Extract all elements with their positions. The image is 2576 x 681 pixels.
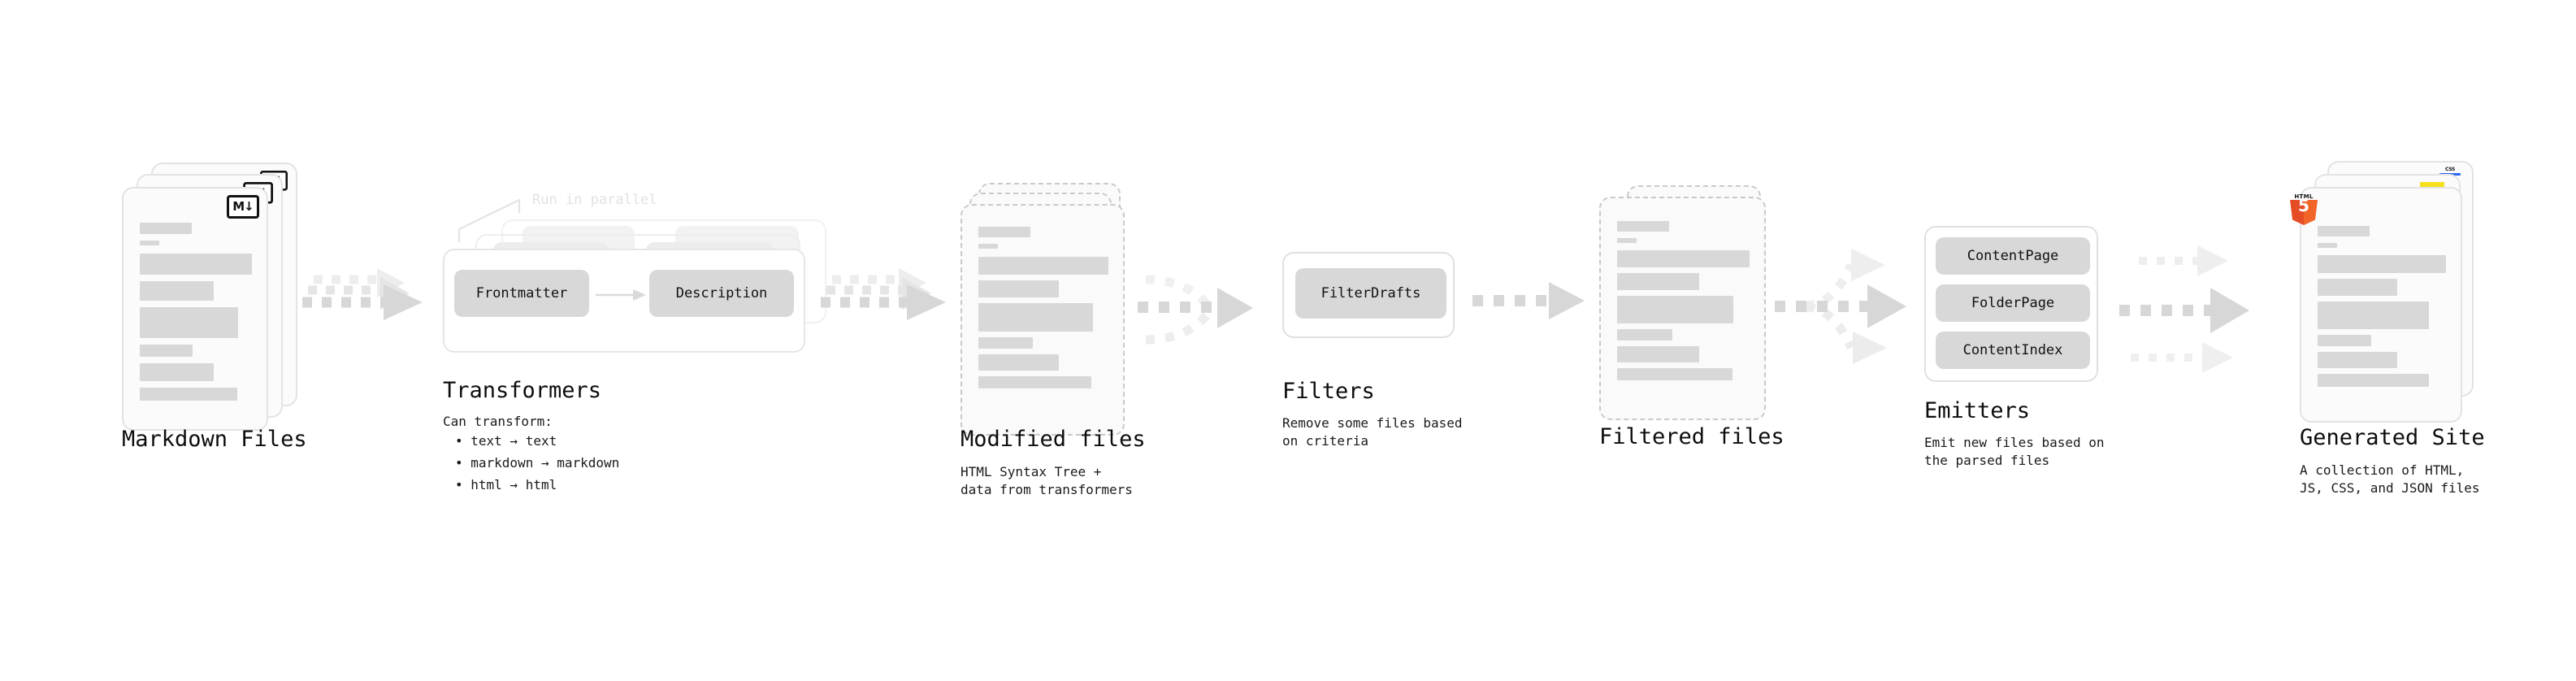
transformers-bullet-1: • text → text xyxy=(455,433,557,449)
transformers-bullet-2: • markdown → markdown xyxy=(455,455,620,471)
emitter-pill-contentpage-label: ContentPage xyxy=(1967,248,2059,264)
transformer-pill-description-label: Description xyxy=(675,285,768,301)
filter-pill-filterdrafts-label: FilterDrafts xyxy=(1321,285,1421,301)
stage-filters-box: FilterDrafts xyxy=(1282,252,1455,338)
modified-file-stack xyxy=(961,183,1135,436)
document-card-front-html: HTML 5 xyxy=(2290,187,2462,423)
stage-title-generated-site: Generated Site xyxy=(2300,425,2485,450)
transformer-inner-arrow xyxy=(596,289,646,301)
html5-icon-number: 5 xyxy=(2298,196,2309,215)
stage-title-modified-files: Modified files xyxy=(961,427,1146,452)
connector-modified-to-filters xyxy=(1138,275,1253,345)
stage-subtitle-emitters: Emit new files based on the parsed files xyxy=(1924,435,2105,468)
run-in-parallel-label: Run in parallel xyxy=(532,192,657,208)
document-skeleton xyxy=(1617,221,1750,380)
document-skeleton xyxy=(2318,226,2446,387)
run-in-parallel-bracket xyxy=(458,198,521,242)
stage-title-emitters: Emitters xyxy=(1924,398,2031,423)
emitter-pill-contentpage[interactable]: ContentPage xyxy=(1936,237,2090,275)
emitter-pill-folderpage[interactable]: FolderPage xyxy=(1936,284,2090,322)
stage-title-markdown-files: Markdown Files xyxy=(122,427,307,452)
document-card-front: M↓ xyxy=(122,187,268,431)
filtered-file-stack xyxy=(1599,185,1770,429)
markdown-icon: M↓ xyxy=(227,195,259,219)
stage-modified-files xyxy=(961,183,1135,436)
markdown-icon-arrow: ↓ xyxy=(244,199,254,214)
filter-pill-filterdrafts[interactable]: FilterDrafts xyxy=(1295,268,1446,319)
markdown-icon-letter: M xyxy=(232,199,245,214)
stage-subtitle-generated-site: A collection of HTML, JS, CSS, and JSON … xyxy=(2300,462,2480,496)
stage-title-filters: Filters xyxy=(1282,379,1375,404)
transformers-bullet-3: • html → html xyxy=(455,477,557,492)
markdown-file-stack: M↓ M↓ M↓ xyxy=(122,163,309,431)
transformer-pill-description[interactable]: Description xyxy=(649,270,794,317)
connector-emitters-to-site xyxy=(2119,245,2249,373)
stage-markdown-files: M↓ M↓ M↓ xyxy=(122,163,309,431)
connector-filters-to-filtered xyxy=(1472,282,1585,319)
document-skeleton xyxy=(978,227,1108,388)
html5-icon-label: HTML xyxy=(2294,193,2314,200)
stage-transformers: Run in parallel Frontmatter Description xyxy=(443,192,833,374)
document-skeleton xyxy=(140,223,252,401)
stage-title-transformers: Transformers xyxy=(443,378,602,403)
css-icon-label: CSS xyxy=(2445,167,2455,172)
transformer-pill-frontmatter-label: Frontmatter xyxy=(475,285,568,301)
emitter-pill-contentindex[interactable]: ContentIndex xyxy=(1936,332,2090,369)
stage-subtitle-transformers: Can transform: xyxy=(443,414,553,429)
connector-transformers-to-modified xyxy=(821,268,946,320)
stage-filtered-files xyxy=(1599,185,1770,429)
stage-subtitle-modified-files: HTML Syntax Tree + data from transformer… xyxy=(961,464,1133,497)
stage-subtitle-filters: Remove some files based on criteria xyxy=(1282,415,1463,449)
document-card-front xyxy=(961,204,1125,436)
transformer-pill-frontmatter[interactable]: Frontmatter xyxy=(454,270,589,317)
transformer-box-front: Frontmatter Description xyxy=(443,249,805,353)
document-card-front xyxy=(1599,197,1766,420)
emitter-pill-folderpage-label: FolderPage xyxy=(1971,295,2055,311)
stage-emitters-box: ContentPage FolderPage ContentIndex xyxy=(1924,226,2098,382)
stage-title-filtered-files: Filtered files xyxy=(1599,424,1785,449)
html5-icon: HTML 5 xyxy=(2290,193,2318,226)
generated-file-stack: CSS HTML 5 xyxy=(2290,161,2495,437)
connector-markdown-to-transformers xyxy=(302,268,423,320)
stage-generated-site: CSS HTML 5 xyxy=(2290,161,2495,437)
connector-filtered-to-emitters xyxy=(1775,249,1906,364)
emitter-pill-contentindex-label: ContentIndex xyxy=(1962,342,2063,358)
